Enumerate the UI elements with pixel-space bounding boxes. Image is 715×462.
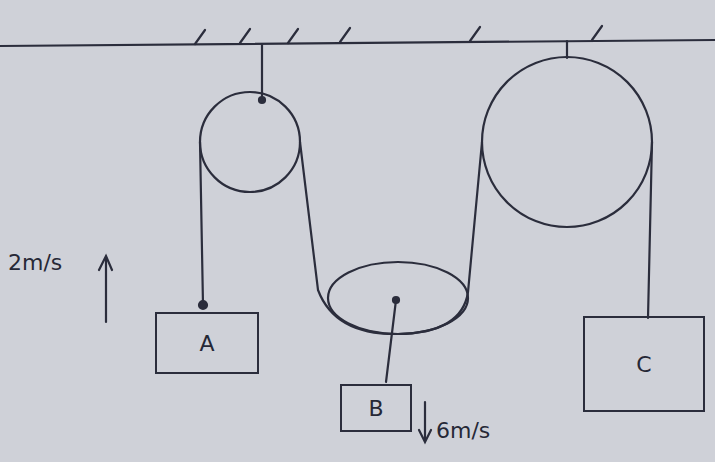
rope: [648, 142, 652, 318]
rope: [200, 142, 203, 305]
block: C: [583, 316, 705, 412]
block-label: A: [197, 331, 216, 356]
block: A: [155, 312, 259, 374]
arrow-head: [419, 430, 431, 442]
fixed-pulley: [482, 57, 652, 227]
velocity-label: 2m/s: [8, 250, 62, 275]
ceiling: [0, 40, 715, 46]
fixed-pulley: [200, 92, 300, 192]
velocity-arrow: [105, 258, 107, 322]
velocity-label: 6m/s: [436, 418, 490, 443]
pulley-hanger: [261, 45, 263, 100]
rope-knot: [199, 301, 207, 309]
pulley-hanger: [386, 300, 396, 382]
rope: [300, 142, 482, 334]
block-label: C: [634, 352, 653, 377]
velocity-arrow: [424, 402, 426, 440]
arrow-head: [99, 256, 112, 270]
block: B: [340, 384, 412, 432]
ceiling-hatch: [195, 26, 602, 44]
pulley-hanger: [566, 41, 568, 58]
axle: [259, 97, 265, 103]
block-label: B: [366, 396, 385, 421]
